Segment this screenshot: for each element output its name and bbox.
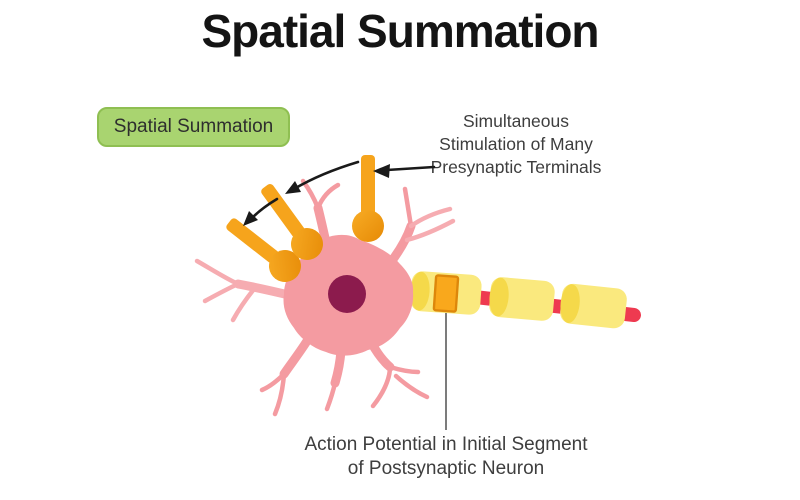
dendrite <box>387 364 421 375</box>
dendrite <box>402 186 414 229</box>
presynaptic-terminal-left <box>226 218 301 282</box>
presynaptic-terminal-middle <box>261 184 323 260</box>
arrow-curve-segment <box>292 160 360 191</box>
nucleus <box>328 275 366 313</box>
terminal-stem <box>261 184 305 238</box>
arrowhead-icon <box>243 211 258 226</box>
myelin-sheath-segment-3 <box>560 283 627 329</box>
spatial-summation-tag: Spatial Summation <box>97 107 290 147</box>
dendrite <box>272 371 287 417</box>
presynaptic-terminal-right <box>352 155 384 242</box>
presynaptic-label-line2: Stimulation of Many <box>439 134 593 154</box>
terminal-bouton <box>352 210 384 242</box>
arrowhead-icon <box>285 181 301 194</box>
dendrite <box>279 336 312 379</box>
myelin-cap <box>410 271 430 311</box>
dendrite <box>393 373 430 400</box>
tag-label: Spatial Summation <box>113 116 274 137</box>
myelin-sheath-segment-2 <box>489 277 555 321</box>
label-pointer-arrow <box>373 164 436 178</box>
dendrite <box>408 206 453 229</box>
dendrite <box>300 178 321 211</box>
arrow-line <box>385 165 436 172</box>
terminal-bouton <box>269 250 301 282</box>
dendrite <box>230 286 257 323</box>
page-title: Spatial Summation <box>201 5 599 57</box>
dendrite <box>386 221 416 267</box>
dendrite <box>202 281 241 304</box>
terminal-bouton <box>291 228 323 260</box>
dendrite <box>370 364 393 409</box>
dendrite <box>404 218 456 243</box>
initial-segment-highlight <box>432 274 460 313</box>
terminal-stem <box>226 218 280 264</box>
myelin-cap <box>489 277 509 317</box>
action-potential-label-line2: of Postsynaptic Neuron <box>347 457 545 479</box>
arrowhead-icon <box>373 164 390 178</box>
presynaptic-terminals-label: Simultaneous Stimulation of Many Presyna… <box>406 110 626 179</box>
presynaptic-label-line3: Presynaptic Terminals <box>430 157 602 177</box>
presynaptic-label-line1: Simultaneous <box>462 111 570 131</box>
dendrite <box>324 380 338 412</box>
action-potential-label: Action Potential in Initial Segment of P… <box>285 433 607 480</box>
dendrite <box>194 258 241 287</box>
terminal-stem <box>361 155 375 217</box>
dendrite <box>330 346 346 388</box>
curved-double-arrow <box>243 160 360 226</box>
action-potential-label-line1: Action Potential in Initial Segment <box>304 434 588 455</box>
myelin-cap <box>560 284 580 324</box>
dendrite <box>315 182 341 211</box>
